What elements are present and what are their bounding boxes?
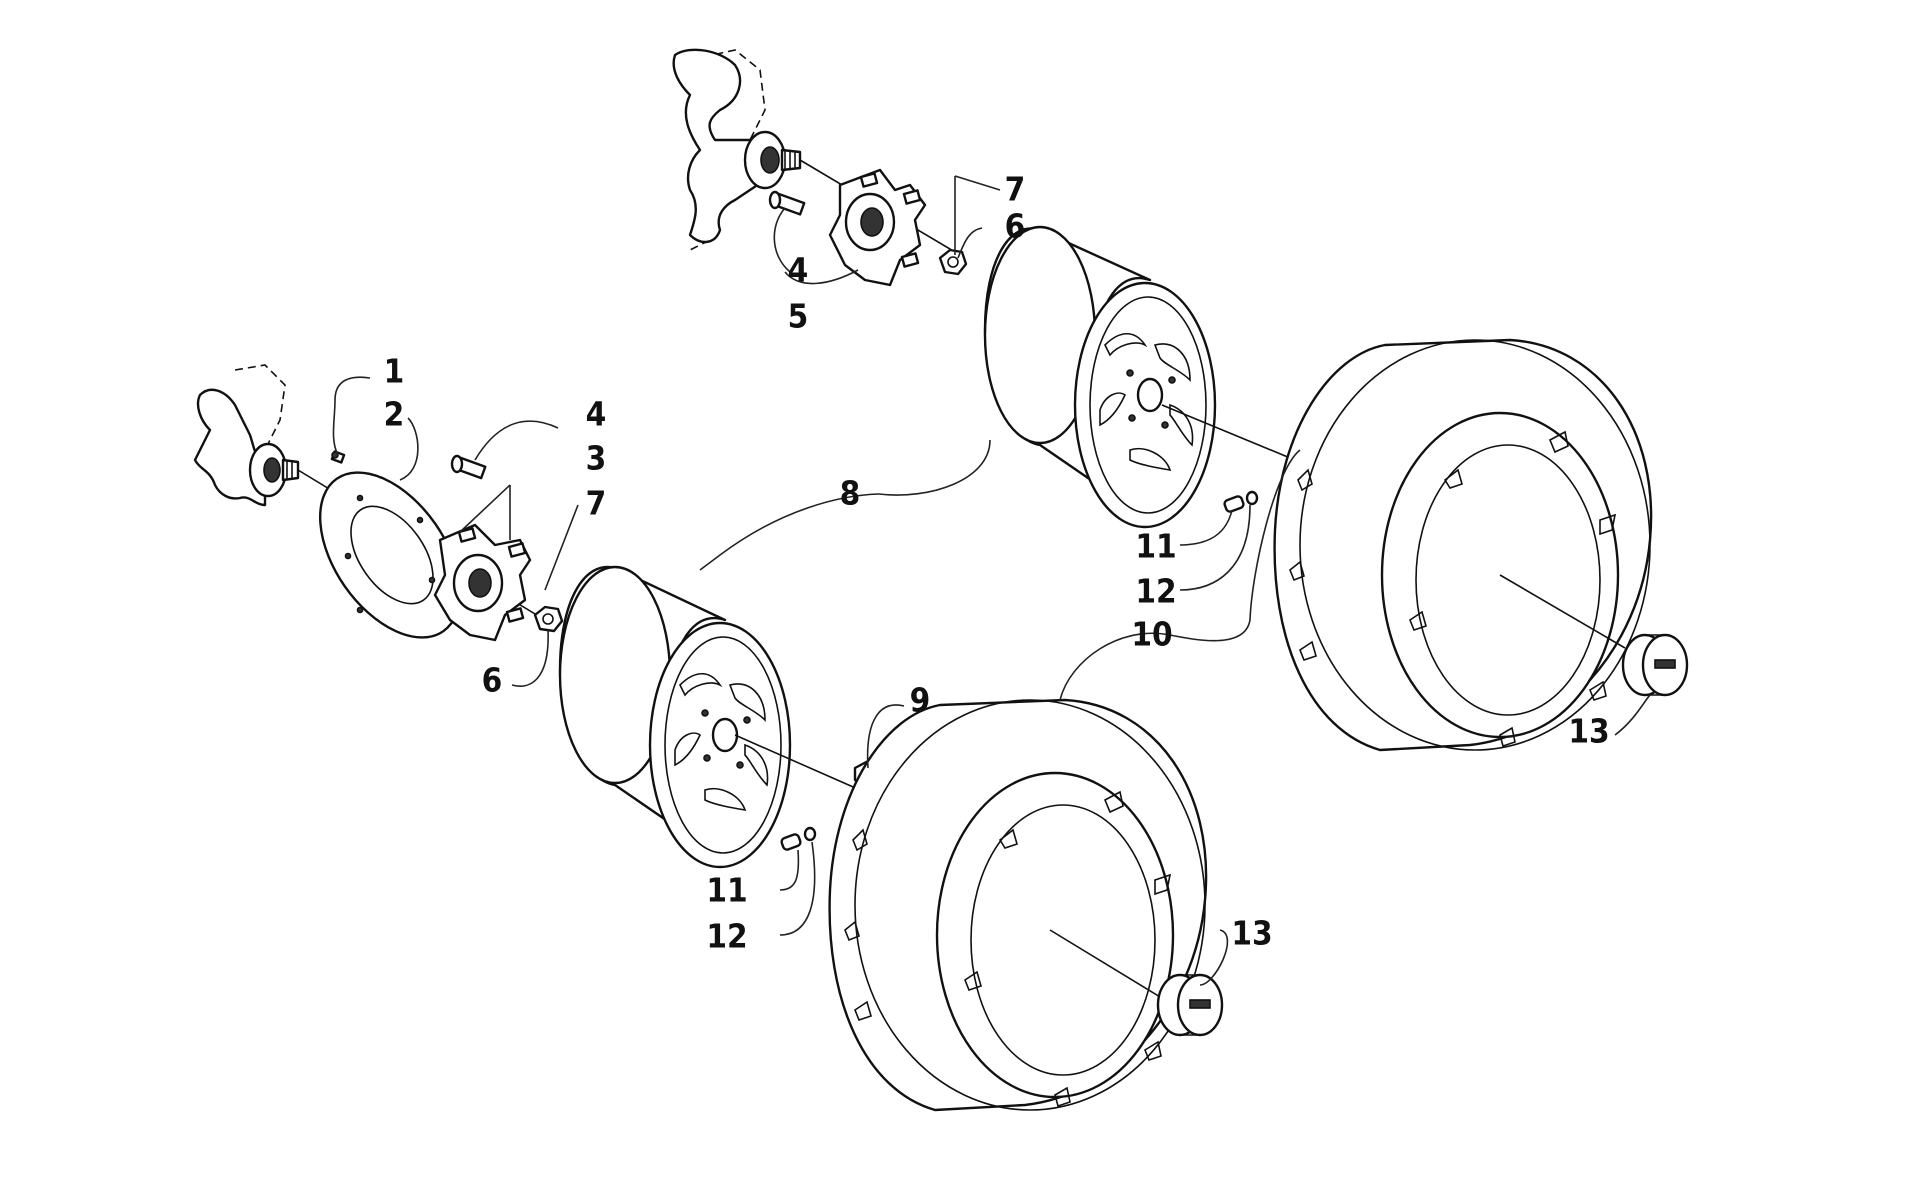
upper-valve-stem bbox=[1223, 490, 1259, 513]
disc-bolt bbox=[330, 450, 346, 464]
callout-1: 1 bbox=[384, 352, 405, 391]
callout-2: 2 bbox=[384, 395, 405, 434]
upper-hub-cap bbox=[1621, 633, 1689, 697]
lower-hub bbox=[433, 523, 532, 642]
upper-hub bbox=[828, 168, 927, 287]
lower-hub-cap bbox=[1156, 973, 1224, 1037]
callout-10: 10 bbox=[1131, 615, 1172, 654]
callout-3: 3 bbox=[586, 439, 607, 478]
callout-8: 8 bbox=[840, 474, 861, 513]
lower-tire-axis bbox=[1049, 929, 1166, 1001]
lower-steering-knuckle bbox=[193, 364, 300, 507]
callout-12-lower: 12 bbox=[706, 917, 747, 956]
callout-7-upper: 7 bbox=[1005, 170, 1026, 209]
upper-lug-nut bbox=[938, 248, 968, 276]
upper-tire bbox=[1273, 338, 1653, 752]
callout-6-lower: 6 bbox=[482, 661, 503, 700]
upper-wheel-rim bbox=[983, 225, 1217, 529]
callout-13-upper: 13 bbox=[1568, 712, 1609, 751]
lower-valve-stem bbox=[780, 826, 817, 851]
lower-wheel-rim bbox=[558, 565, 792, 869]
lower-wheel-axis bbox=[734, 734, 861, 791]
brake-disc bbox=[318, 471, 462, 639]
upper-wheel-axis bbox=[1161, 404, 1296, 461]
callout-6-upper: 6 bbox=[1005, 207, 1026, 246]
callout-11-upper: 11 bbox=[1135, 527, 1176, 566]
callout-labels: 1 2 3 4 4 5 6 6 7 7 8 9 10 11 11 12 12 1… bbox=[384, 170, 1610, 956]
callout-13-lower: 13 bbox=[1231, 914, 1272, 953]
lower-wheel-stud bbox=[450, 454, 487, 480]
callout-7-lower: 7 bbox=[586, 484, 607, 523]
callout-4-lower: 4 bbox=[586, 395, 607, 434]
callout-5: 5 bbox=[788, 297, 809, 336]
upper-tire-axis bbox=[1499, 574, 1626, 649]
upper-wheel-stud bbox=[768, 190, 806, 216]
callout-4-upper: 4 bbox=[788, 251, 809, 290]
callout-11-lower: 11 bbox=[706, 871, 747, 910]
lower-lug-nut bbox=[533, 605, 564, 633]
leader-lines bbox=[332, 175, 1651, 986]
upper-steering-knuckle bbox=[672, 48, 802, 251]
lower-tire bbox=[828, 698, 1208, 1112]
callout-9: 9 bbox=[910, 681, 931, 720]
callout-12-upper: 12 bbox=[1135, 572, 1176, 611]
